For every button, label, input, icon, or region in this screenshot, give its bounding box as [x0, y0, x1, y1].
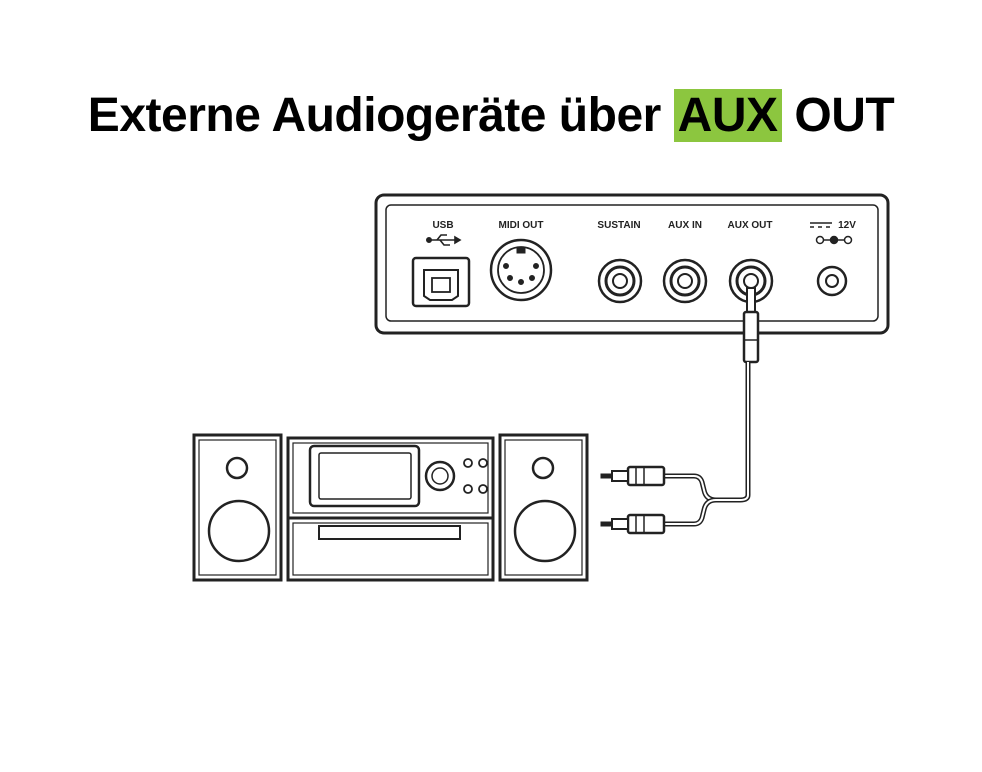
page-title: Externe Audiogeräte über AUX OUT: [0, 88, 982, 143]
aux-in-jack: [662, 258, 708, 304]
rca-plug-bottom: [600, 513, 666, 535]
panel-inner-frame: [385, 204, 879, 322]
title-highlight-aux: AUX: [673, 89, 782, 142]
sustain-jack: [597, 258, 643, 304]
stereo-receiver: [286, 436, 495, 520]
label-sustain: SUSTAIN: [597, 220, 640, 231]
dc-polarity-icon: [810, 222, 853, 245]
right-speaker: [498, 433, 589, 582]
usb-port: [411, 256, 471, 308]
panel-outer-frame: [374, 193, 890, 335]
label-aux-out: AUX OUT: [728, 220, 773, 231]
aux-cable: [662, 287, 760, 527]
label-aux-in: AUX IN: [668, 220, 702, 231]
aux-out-jack: [728, 258, 774, 304]
title-part2: OUT: [794, 89, 895, 142]
keyboard-rear-panel: [374, 193, 890, 335]
left-speaker: [192, 433, 283, 582]
usb-symbol-icon: [425, 234, 462, 246]
title-part1: Externe Audiogeräte über: [87, 89, 662, 142]
cd-drawer-unit: [286, 516, 495, 582]
rca-plug-top: [600, 465, 666, 487]
midi-out-port: [489, 238, 553, 302]
power-jack: [816, 265, 848, 297]
label-midi-out: MIDI OUT: [499, 220, 544, 231]
label-usb: USB: [432, 220, 453, 231]
label-power: 12V: [838, 220, 856, 231]
